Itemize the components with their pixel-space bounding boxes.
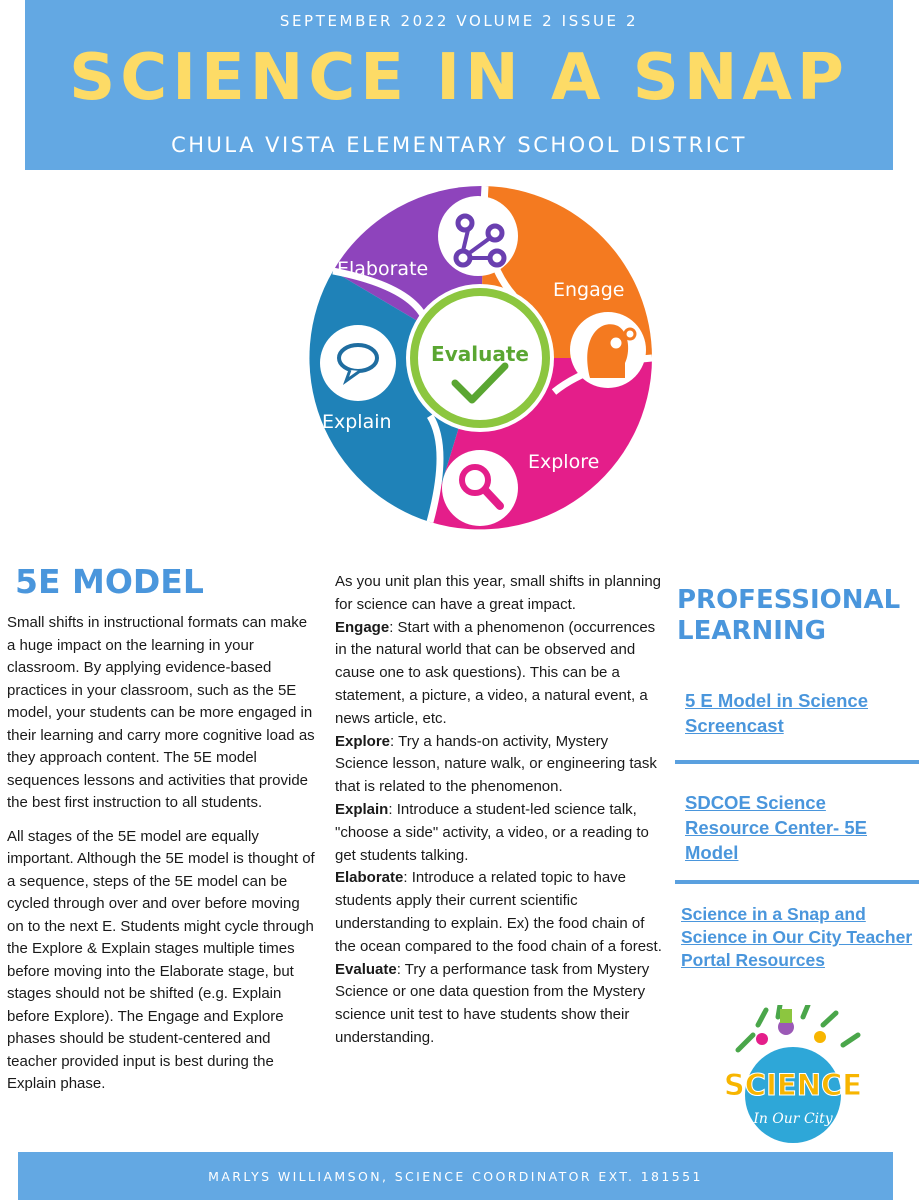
- newsletter-header: SEPTEMBER 2022 VOLUME 2 ISSUE 2 SCIENCE …: [25, 0, 893, 170]
- teacher-portal-link[interactable]: Science in a Snap and Science in Our Cit…: [681, 904, 913, 970]
- logo-word: SCIENCE: [724, 1068, 862, 1102]
- paragraph: All stages of the 5E model are equally i…: [7, 827, 315, 1093]
- stage-text: : Start with a phenomenon (occurrences i…: [335, 618, 656, 727]
- 5e-cycle-diagram: Evaluate Elaborate Engage Explain Explor…: [309, 185, 653, 530]
- stage-text: : Try a performance task from Mystery Sc…: [335, 960, 650, 1046]
- intro-paragraph: As you unit plan this year, small shifts…: [335, 573, 662, 613]
- elaborate-label: Elaborate: [337, 258, 428, 280]
- stage-label: Elaborate: [335, 869, 404, 887]
- evaluate-paragraph: Evaluate: Try a performance task from My…: [335, 959, 665, 1050]
- divider: [675, 880, 919, 884]
- network-icon: [438, 196, 518, 276]
- district-name: CHULA VISTA ELEMENTARY SCHOOL DISTRICT: [171, 133, 747, 157]
- stage-label: Evaluate: [335, 960, 397, 978]
- newsletter-footer: MARLYS WILLIAMSON, SCIENCE COORDINATOR E…: [18, 1152, 893, 1200]
- stage-label: Engage: [335, 618, 390, 636]
- divider: [675, 760, 919, 764]
- checkmark-icon: [451, 362, 509, 404]
- issue-line: SEPTEMBER 2022 VOLUME 2 ISSUE 2: [279, 12, 639, 30]
- explain-label: Explain: [322, 411, 392, 433]
- 5e-stages-column: As you unit plan this year, small shifts…: [335, 571, 665, 1050]
- magnifier-icon: [442, 450, 518, 526]
- 5e-model-column: 5E MODEL Small shifts in instructional f…: [7, 562, 317, 1107]
- evaluate-label: Evaluate: [431, 342, 529, 366]
- newsletter-title: SCIENCE IN A SNAP: [69, 41, 849, 115]
- footer-contact: MARLYS WILLIAMSON, SCIENCE COORDINATOR E…: [208, 1169, 703, 1184]
- professional-learning-column: PROFESSIONAL LEARNING 5 E Model in Scien…: [675, 585, 919, 970]
- stage-text: : Try a hands-on activity, Mystery Scien…: [335, 732, 657, 796]
- paragraph: Small shifts in instructional formats ca…: [7, 614, 315, 811]
- explore-paragraph: Explore: Try a hands-on activity, Myster…: [335, 731, 665, 799]
- speech-bubble-icon: [320, 325, 396, 401]
- section-heading-professional-learning: PROFESSIONAL LEARNING: [677, 585, 901, 646]
- engage-label: Engage: [553, 279, 625, 301]
- stage-label: Explain: [335, 800, 389, 818]
- stage-text: : Introduce a student-led science talk, …: [335, 800, 649, 864]
- science-in-our-city-logo: SCIENCE In Our City: [723, 1005, 863, 1143]
- evaluate-center: [410, 288, 550, 428]
- explain-paragraph: Explain: Introduce a student-led science…: [335, 799, 665, 867]
- stage-text: : Introduce a related topic to have stud…: [335, 869, 662, 955]
- explore-label: Explore: [528, 451, 599, 473]
- section-heading-5e: 5E MODEL: [15, 562, 204, 601]
- stage-label: Explore: [335, 732, 391, 750]
- elaborate-paragraph: Elaborate: Introduce a related topic to …: [335, 867, 665, 958]
- screencast-link[interactable]: 5 E Model in Science Screencast: [685, 690, 869, 736]
- engage-paragraph: Engage: Start with a phenomenon (occurre…: [335, 617, 665, 731]
- sdcoe-resource-link[interactable]: SDCOE Science Resource Center- 5E Model: [685, 792, 867, 863]
- logo-subtitle: In Our City: [752, 1111, 833, 1127]
